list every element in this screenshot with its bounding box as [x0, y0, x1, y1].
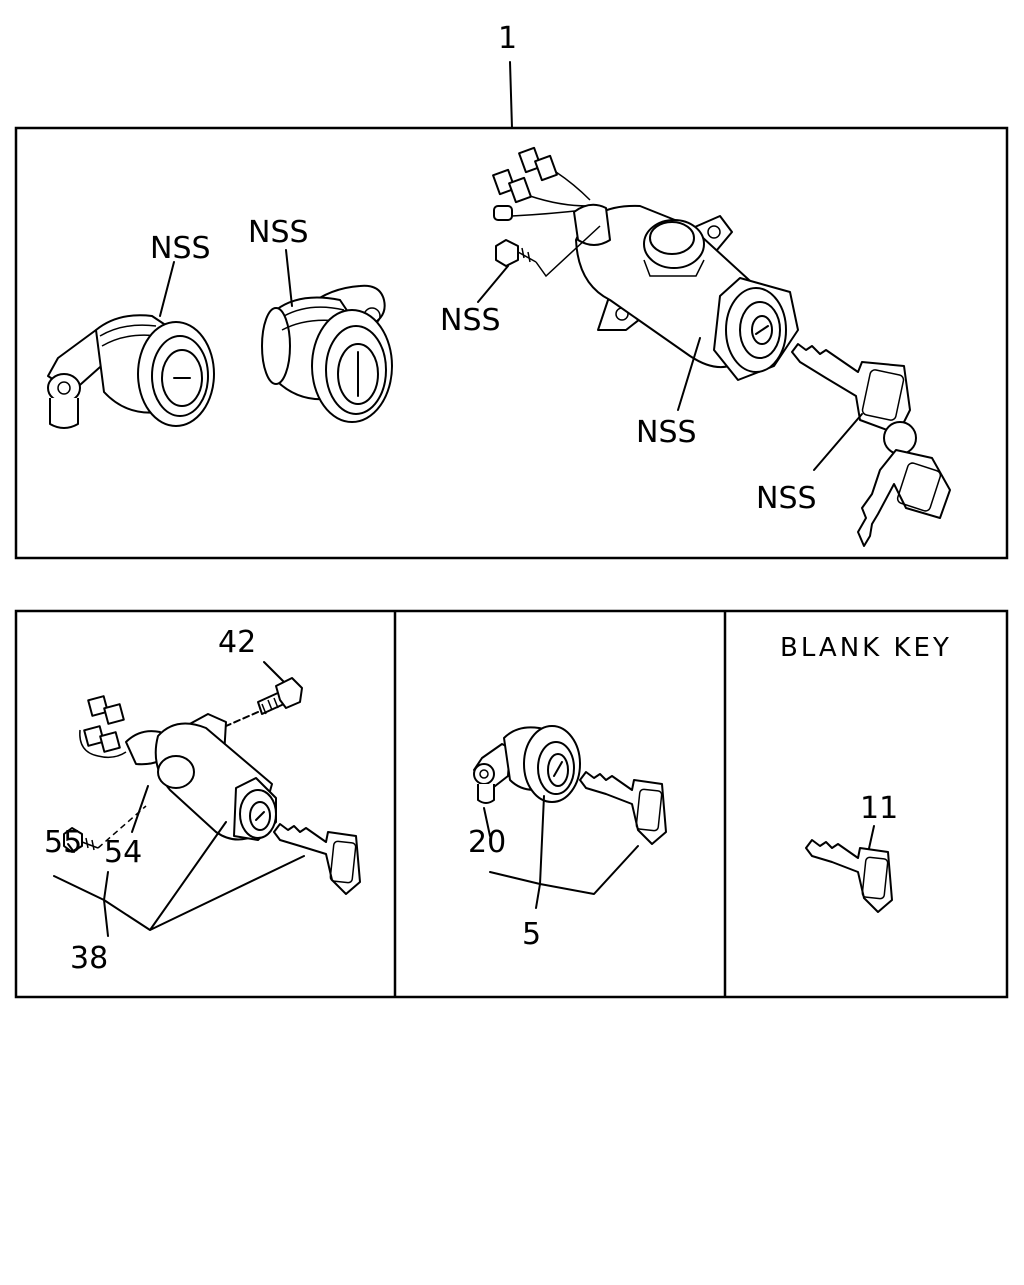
ignition-switch-bottom	[79, 695, 277, 841]
bolt-dash-line	[225, 711, 259, 727]
key-bottom-ignition	[273, 823, 361, 895]
label-ignition-top: NSS	[636, 415, 697, 450]
bottom-panels-frame	[14, 609, 1009, 999]
key-bottom-door	[579, 771, 667, 845]
top-panel: 1 NSS	[14, 21, 1009, 560]
label-assembly-5: 5	[522, 917, 541, 952]
label-lever-20: 20	[468, 825, 506, 860]
label-keys-top: NSS	[756, 481, 817, 516]
screw-top	[495, 225, 601, 278]
label-bolt-42: 42	[218, 625, 256, 660]
label-door-lock-left: NSS	[150, 231, 211, 266]
label-key-11: 11	[860, 791, 898, 826]
leader-55	[67, 843, 75, 853]
panel-ignition-assembly: 42	[44, 625, 361, 976]
leader-door-lock-left	[159, 261, 175, 317]
keys-top	[791, 343, 951, 547]
bolt-part	[257, 677, 303, 715]
blank-key	[805, 839, 893, 913]
bottom-panels	[14, 609, 1009, 999]
leader-bolt-42	[263, 661, 285, 683]
label-switch-54: 54	[104, 835, 142, 870]
label-door-lock-right: NSS	[248, 215, 309, 250]
leader-keys-top	[813, 413, 863, 471]
assembly-callout-1: 1	[498, 21, 517, 56]
label-screw-55: 55	[44, 825, 82, 860]
assembly-leader-line	[509, 61, 513, 129]
label-screw-top: NSS	[440, 303, 501, 338]
label-assembly-38: 38	[70, 941, 108, 976]
door-lock-bottom	[473, 725, 581, 804]
leader-5	[489, 795, 639, 909]
blank-key-heading: BLANK KEY	[780, 633, 952, 663]
panel-blank-key: BLANK KEY 11	[780, 633, 952, 913]
ignition-switch-top	[492, 146, 799, 381]
leader-38	[53, 821, 305, 937]
door-lock-cylinder-right	[261, 284, 393, 423]
door-lock-cylinder-left	[47, 314, 215, 429]
leader-ignition-top	[677, 337, 701, 411]
leader-screw-top	[477, 265, 509, 303]
panel-door-lock-assembly: 20 5	[468, 725, 667, 952]
leader-54	[131, 785, 149, 833]
leader-20	[483, 807, 491, 837]
leader-door-lock-right	[285, 249, 293, 307]
